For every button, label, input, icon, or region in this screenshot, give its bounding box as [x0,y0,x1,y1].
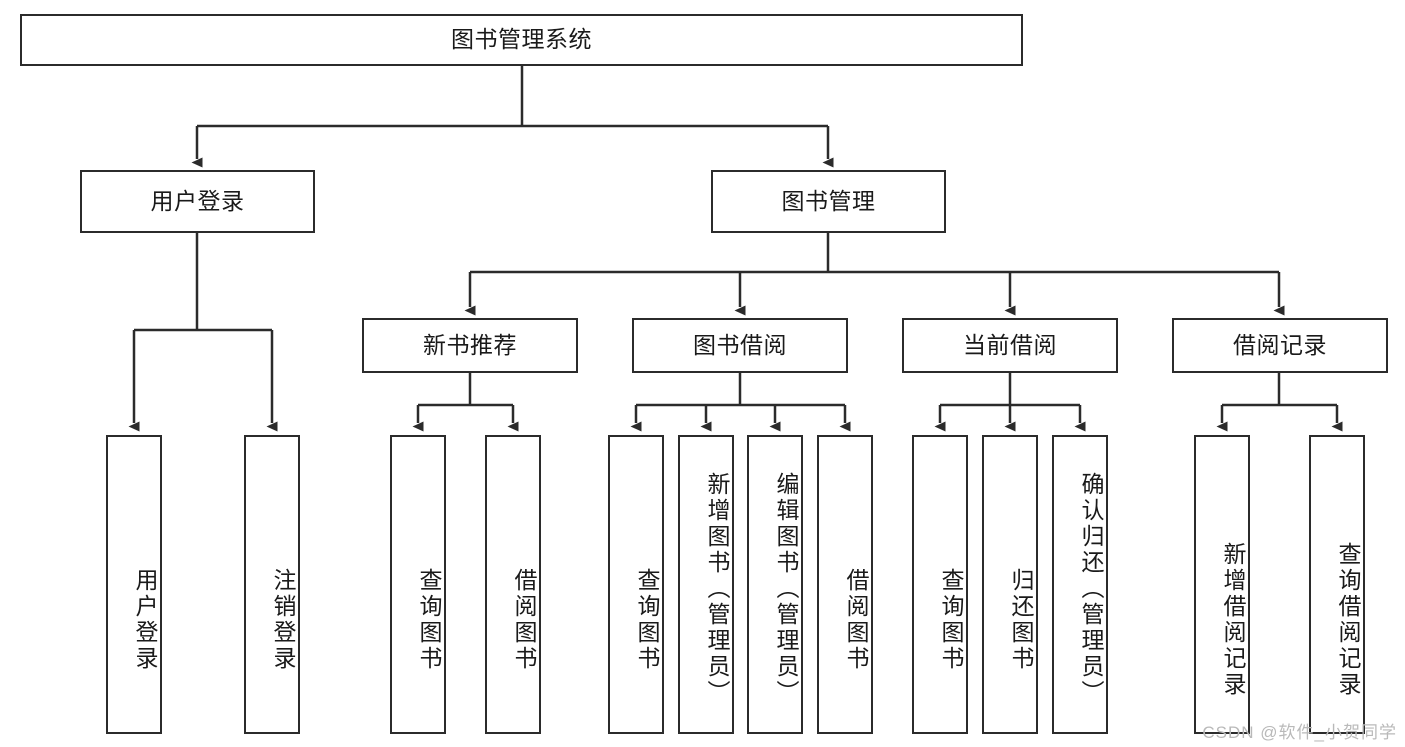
csdn-watermark: CSDN @软件_小贺同学 [1202,723,1397,742]
node-label: 用户登录 [150,187,245,214]
node-label: 借阅图书 [843,567,869,672]
node-label: 查询图书 [938,567,964,672]
node-label: 新增图书（管理员） [704,471,730,706]
node-current-borrow[interactable]: 当前借阅 [902,318,1118,373]
node-label: 查询借阅记录 [1335,541,1361,698]
node-borrow-record[interactable]: 借阅记录 [1172,318,1388,373]
leaf-query-book-borrow[interactable]: 查询图书 [608,435,664,734]
leaf-borrow-book[interactable]: 借阅图书 [817,435,873,734]
leaf-user-logout[interactable]: 注销登录 [244,435,300,734]
node-label: 注销登录 [270,567,296,672]
node-label: 借阅记录 [1233,331,1327,358]
node-label: 查询图书 [634,567,660,672]
node-label: 用户登录 [132,567,158,672]
node-user-login[interactable]: 用户登录 [80,170,315,233]
node-root-library-system[interactable]: 图书管理系统 [20,14,1023,66]
leaf-edit-book-admin[interactable]: 编辑图书（管理员） [747,435,803,734]
leaf-add-book-admin[interactable]: 新增图书（管理员） [678,435,734,734]
leaf-user-login[interactable]: 用户登录 [106,435,162,734]
node-label: 确认归还（管理员） [1078,471,1104,706]
node-label: 新书推荐 [423,331,517,358]
leaf-add-borrow-record[interactable]: 新增借阅记录 [1194,435,1250,734]
node-book-management[interactable]: 图书管理 [711,170,946,233]
leaf-borrow-book-recommend[interactable]: 借阅图书 [485,435,541,734]
leaf-return-book[interactable]: 归还图书 [982,435,1038,734]
node-book-borrow[interactable]: 图书借阅 [632,318,848,373]
node-new-book-recommend[interactable]: 新书推荐 [362,318,578,373]
node-label: 新增借阅记录 [1220,541,1246,698]
node-label: 图书借阅 [693,331,787,358]
node-label: 图书管理系统 [451,26,592,53]
leaf-query-book-current[interactable]: 查询图书 [912,435,968,734]
leaf-query-borrow-record[interactable]: 查询借阅记录 [1309,435,1365,734]
node-label: 归还图书 [1008,567,1034,672]
node-label: 图书管理 [781,187,876,214]
node-label: 借阅图书 [511,567,537,672]
leaf-confirm-return-admin[interactable]: 确认归还（管理员） [1052,435,1108,734]
node-label: 当前借阅 [963,331,1057,358]
node-label: 编辑图书（管理员） [773,471,799,706]
leaf-query-book-recommend[interactable]: 查询图书 [390,435,446,734]
node-label: 查询图书 [416,567,442,672]
